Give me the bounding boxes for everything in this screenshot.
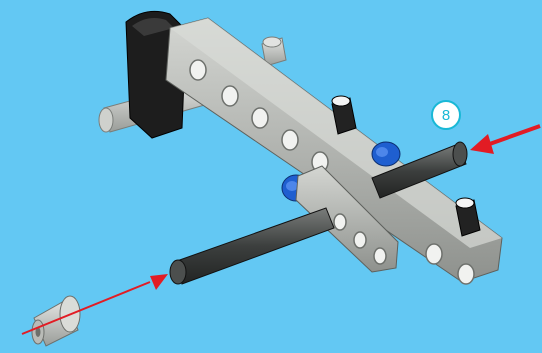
step-number-badge: 8	[432, 101, 460, 129]
step-number-label: 8	[442, 107, 450, 124]
blue-connector-upper	[372, 142, 400, 166]
